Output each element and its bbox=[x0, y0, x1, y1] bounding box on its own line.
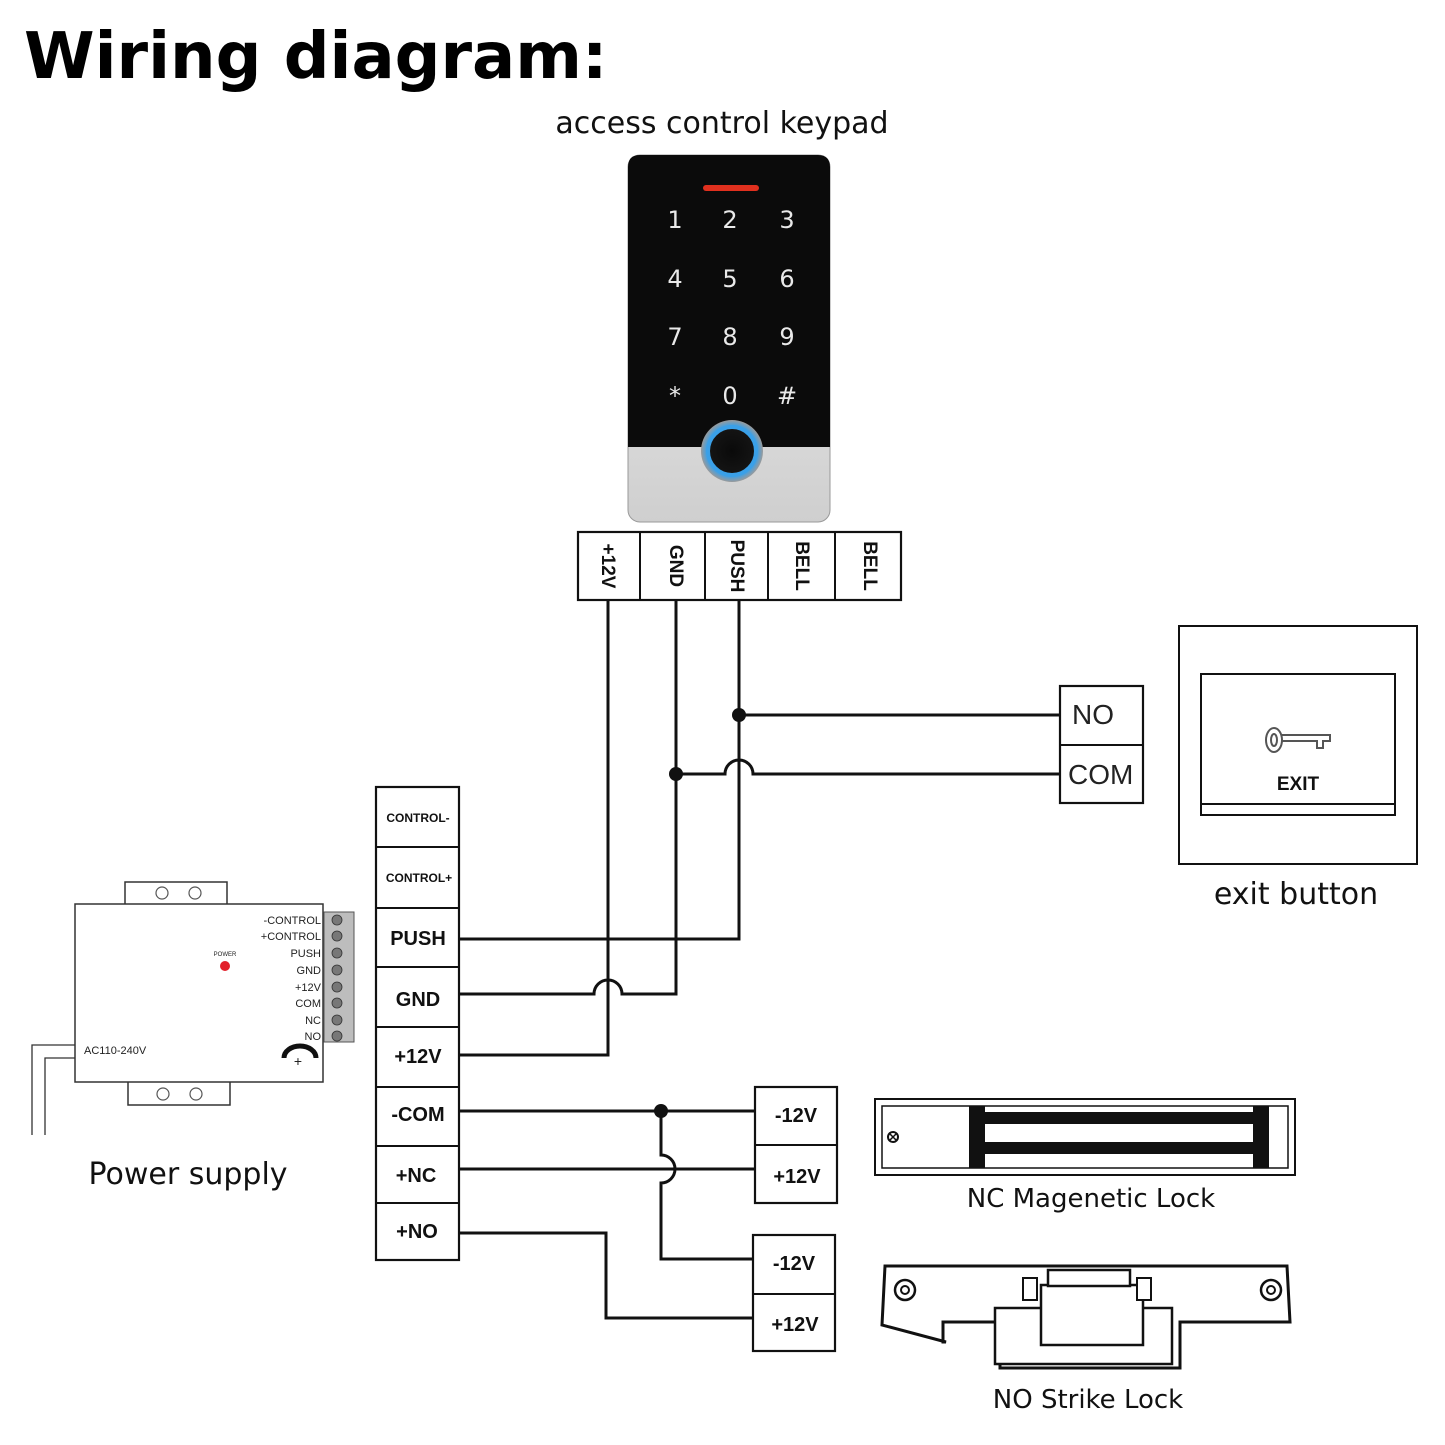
psu-terminal-control-plus: CONTROL+ bbox=[386, 871, 452, 885]
junction-dot bbox=[654, 1104, 668, 1118]
psu-device-terminal: PUSH bbox=[290, 948, 321, 960]
keypad-key: 8 bbox=[722, 323, 737, 351]
keypad-indicator bbox=[703, 185, 759, 191]
fingerprint-sensor-icon bbox=[701, 420, 763, 482]
keypad-key: * bbox=[669, 382, 681, 410]
ac-input-label: AC110-240V bbox=[84, 1045, 147, 1057]
psu-device-terminal: NC bbox=[305, 1015, 321, 1027]
power-led-label: POWER bbox=[214, 952, 237, 958]
keypad-key: 6 bbox=[779, 265, 794, 293]
keypad-key: 7 bbox=[667, 323, 682, 351]
keypad-caption: access control keypad bbox=[555, 106, 888, 141]
keypad-terminal-bell: BELL bbox=[791, 541, 812, 591]
psu-terminal-control-minus: CONTROL- bbox=[386, 811, 449, 825]
keypad-terminal-gnd: GND bbox=[665, 545, 686, 587]
psu-device-terminal: +CONTROL bbox=[261, 931, 321, 943]
power-supply-device: -CONTROL +CONTROL PUSH GND +12V COM NC N… bbox=[31, 881, 355, 1135]
exit-label: EXIT bbox=[1277, 774, 1320, 795]
keypad-device: 1 2 3 4 5 6 7 8 9 * 0 # bbox=[627, 154, 831, 523]
keypad-terminal-bell: BELL bbox=[859, 541, 880, 591]
no-lock-caption: NO Strike Lock bbox=[993, 1385, 1183, 1415]
nc-lock-terminal-minus: -12V bbox=[775, 1105, 818, 1127]
keypad-key: 9 bbox=[779, 323, 794, 351]
wire-com-to-no-lock bbox=[659, 1111, 753, 1261]
strike-lock-icon bbox=[880, 1264, 1292, 1370]
power-led-icon bbox=[220, 961, 230, 971]
keypad-terminal-push: PUSH bbox=[726, 540, 747, 593]
no-lock-terminal-plus: +12V bbox=[771, 1314, 819, 1336]
psu-device-terminal: -CONTROL bbox=[264, 915, 321, 927]
page-title: Wiring diagram: bbox=[24, 20, 607, 94]
key-icon bbox=[1265, 727, 1331, 753]
psu-device-terminal: COM bbox=[295, 998, 321, 1010]
keypad-key: 0 bbox=[722, 382, 737, 410]
psu-terminal-com: -COM bbox=[391, 1104, 444, 1126]
keypad-terminal-12v: +12V bbox=[597, 544, 618, 589]
keypad-key: 2 bbox=[722, 206, 737, 234]
exit-button-terminals: NO COM bbox=[1058, 684, 1145, 805]
exit-terminal-com: COM bbox=[1068, 759, 1133, 790]
junction-dot bbox=[732, 708, 746, 722]
wire-push bbox=[459, 600, 741, 941]
wiring bbox=[459, 600, 1060, 1320]
psu-device-terminal: NO bbox=[305, 1031, 322, 1043]
magnetic-lock-icon bbox=[874, 1098, 1296, 1176]
no-lock-terminals: -12V +12V bbox=[751, 1233, 837, 1353]
keypad-key: # bbox=[777, 382, 797, 410]
keypad-terminal-strip: +12V GND PUSH BELL BELL bbox=[576, 530, 903, 602]
keypad-face bbox=[628, 155, 830, 447]
keypad-key: 1 bbox=[667, 206, 682, 234]
no-lock-terminal-minus: -12V bbox=[773, 1253, 816, 1275]
svg-text:+: + bbox=[294, 1053, 302, 1069]
keypad-key: 4 bbox=[667, 265, 682, 293]
junction-dot bbox=[669, 767, 683, 781]
wire-gnd bbox=[459, 600, 678, 996]
psu-terminal-push: PUSH bbox=[390, 928, 446, 950]
wire-no bbox=[459, 1231, 753, 1320]
psu-terminal-gnd: GND bbox=[396, 989, 440, 1011]
nc-lock-caption: NC Magenetic Lock bbox=[967, 1184, 1215, 1214]
psu-terminal-12v: +12V bbox=[394, 1046, 442, 1068]
wire-12v bbox=[459, 600, 610, 1057]
wire-exit-com bbox=[676, 758, 1060, 776]
exit-button-caption: exit button bbox=[1214, 877, 1378, 912]
exit-button-device: EXIT bbox=[1178, 625, 1418, 865]
nc-lock-terminals: -12V +12V bbox=[753, 1085, 839, 1205]
psu-device-terminal: +12V bbox=[295, 982, 322, 994]
fuse-icon: + bbox=[281, 1043, 319, 1069]
exit-terminal-no: NO bbox=[1072, 699, 1114, 730]
nc-lock-terminal-plus: +12V bbox=[773, 1166, 821, 1188]
psu-terminal-block: CONTROL- CONTROL+ PUSH GND +12V -COM +NC… bbox=[374, 785, 461, 1262]
keypad-key: 3 bbox=[779, 206, 794, 234]
keypad-key: 5 bbox=[722, 265, 737, 293]
psu-terminal-nc: +NC bbox=[396, 1165, 437, 1187]
power-supply-caption: Power supply bbox=[88, 1157, 287, 1192]
psu-device-terminal: GND bbox=[297, 965, 322, 977]
psu-terminal-no: +NO bbox=[396, 1221, 438, 1243]
